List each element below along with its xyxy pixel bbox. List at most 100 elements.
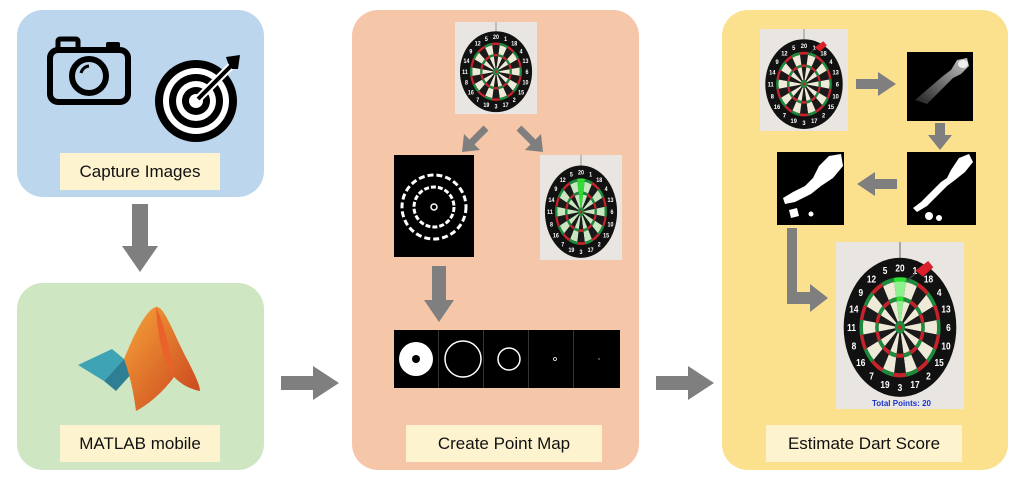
board-number: 20 (895, 263, 904, 274)
board-number: 3 (495, 104, 498, 110)
create-point-map-label: Create Point Map (406, 425, 602, 462)
board-number: 5 (570, 171, 573, 179)
arrow-elbow-to-result (780, 228, 830, 314)
target-icon (152, 53, 244, 145)
board-number: 3 (802, 120, 806, 127)
board-number: 17 (588, 246, 594, 254)
board-number: 16 (774, 104, 781, 111)
board-number: 15 (828, 104, 835, 111)
board-number: 4 (520, 49, 524, 55)
total-points-text: Total Points: 20 (872, 399, 931, 408)
board-number: 5 (792, 44, 796, 51)
board-number: 16 (468, 90, 474, 96)
board-number: 19 (568, 246, 574, 254)
arrow-right-to-diff (856, 72, 898, 96)
board-number: 2 (926, 371, 931, 382)
arrow-down-left (460, 124, 490, 154)
board-number: 1 (504, 37, 507, 43)
board-number: 16 (856, 357, 865, 368)
dart-binary-image (907, 152, 976, 225)
board-number: 11 (768, 81, 775, 88)
arrow-down-right (515, 124, 545, 154)
board-number: 19 (880, 379, 889, 390)
board-number: 9 (775, 58, 779, 65)
arrow-left-to-filled (855, 172, 897, 196)
board-number: 11 (547, 209, 553, 217)
board-number: 19 (483, 103, 489, 109)
dart-filled-image (777, 152, 844, 225)
board-number: 4 (937, 287, 942, 298)
camera-icon (46, 36, 132, 106)
ring-mask-image (394, 155, 474, 257)
board-number: 15 (935, 357, 944, 368)
board-number: 8 (852, 341, 857, 352)
board-number: 1 (913, 265, 918, 276)
board-number: 15 (518, 90, 524, 96)
board-number: 20 (801, 43, 808, 50)
board-number: 7 (869, 371, 874, 382)
board-number: 10 (523, 80, 529, 86)
board-number: 17 (503, 103, 509, 109)
board-number: 16 (553, 232, 559, 240)
board-number: 17 (910, 379, 919, 390)
dart-difference-image (907, 52, 973, 121)
board-number: 1 (589, 171, 592, 179)
board-number: 11 (462, 70, 468, 76)
board-number: 13 (608, 196, 614, 204)
board-number: 10 (608, 221, 614, 229)
board-number: 9 (469, 49, 472, 55)
board-number: 3 (580, 248, 583, 256)
board-number: 17 (811, 118, 818, 125)
board-number: 12 (475, 42, 481, 48)
board-number: 6 (836, 81, 840, 88)
board-number: 13 (523, 59, 529, 65)
ring-strip-image (394, 330, 620, 388)
board-number: 14 (549, 196, 555, 204)
board-number: 8 (465, 80, 468, 86)
board-number: 10 (941, 341, 950, 352)
board-number: 7 (476, 98, 479, 104)
board-number: 11 (847, 322, 856, 333)
board-number: 4 (829, 58, 833, 65)
board-number: 14 (769, 69, 776, 76)
board-number: 18 (596, 177, 602, 185)
matlab-logo (78, 305, 202, 413)
arrow-down-mask (424, 266, 454, 324)
arrow-right-matlab (281, 366, 341, 400)
board-number: 9 (858, 287, 863, 298)
board-number: 15 (603, 232, 609, 240)
board-number: 18 (924, 274, 933, 285)
arrow-down-to-binary (928, 123, 952, 151)
board-number: 2 (822, 112, 826, 119)
board-number: 5 (485, 37, 488, 43)
capture-images-label: Capture Images (60, 153, 220, 190)
board-number: 12 (867, 274, 876, 285)
matlab-mobile-label: MATLAB mobile (60, 425, 220, 462)
board-number: 12 (560, 177, 566, 185)
board-number: 2 (513, 98, 516, 104)
board-number: 4 (605, 185, 608, 193)
board-number: 1 (813, 44, 817, 51)
board-number: 8 (771, 93, 775, 100)
board-number: 13 (832, 69, 839, 76)
board-number: 20 (578, 169, 584, 177)
board-number: 18 (511, 42, 517, 48)
board-number: 5 (883, 265, 888, 276)
board-number: 6 (611, 209, 614, 217)
board-number: 18 (820, 50, 827, 57)
arrow-down-capture (120, 204, 160, 274)
board-number: 7 (561, 241, 564, 249)
board-number: 12 (781, 50, 788, 57)
board-number: 19 (791, 118, 798, 125)
board-number: 9 (554, 185, 557, 193)
arrow-right-pointmap (656, 366, 716, 400)
board-number: 6 (526, 70, 529, 76)
board-number: 14 (464, 59, 471, 65)
board-number: 20 (493, 35, 499, 41)
board-number: 3 (898, 382, 903, 393)
board-number: 6 (946, 322, 951, 333)
